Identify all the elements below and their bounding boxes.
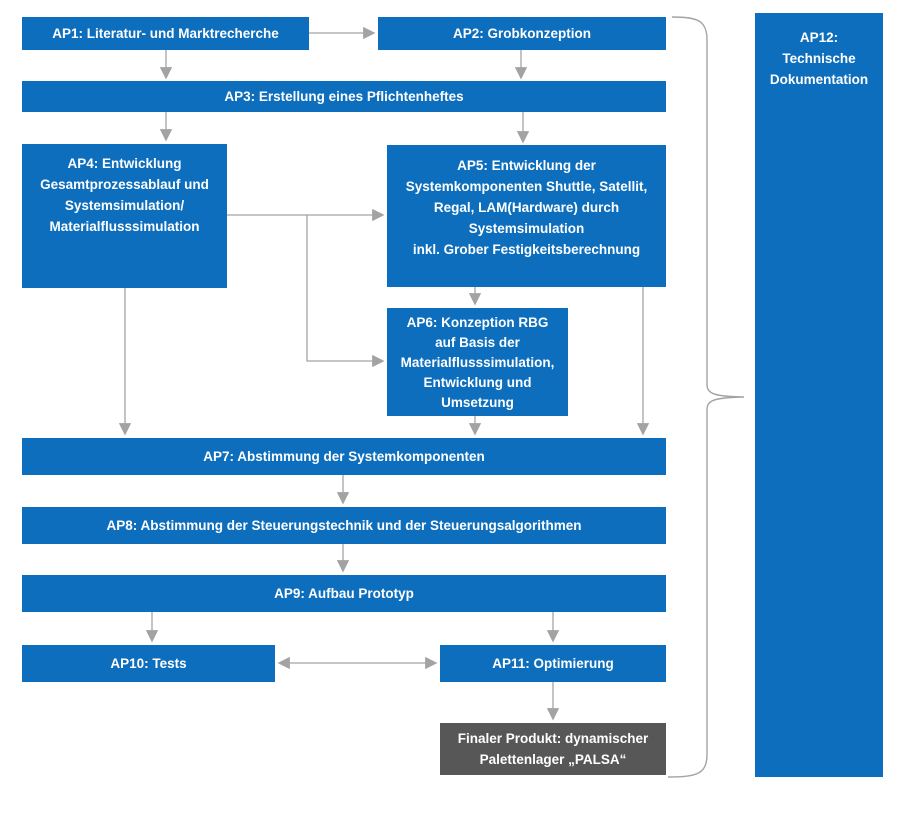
node-final-product: Finaler Produkt: dynamischer Palettenlag…	[440, 723, 666, 775]
node-ap1: AP1: Literatur- und Marktrecherche	[22, 17, 309, 50]
node-ap2: AP2: Grobkonzeption	[378, 17, 666, 50]
curly-brace-ap12	[667, 16, 745, 778]
node-ap7: AP7: Abstimmung der Systemkomponenten	[22, 438, 666, 475]
node-ap3: AP3: Erstellung eines Pflichtenheftes	[22, 81, 666, 112]
node-ap10: AP10: Tests	[22, 645, 275, 682]
node-ap8: AP8: Abstimmung der Steuerungstechnik un…	[22, 507, 666, 544]
node-ap11: AP11: Optimierung	[440, 645, 666, 682]
arrow-ap4-ap6	[306, 215, 385, 368]
node-ap12: AP12: Technische Dokumentation	[755, 13, 883, 777]
node-ap6: AP6: Konzeption RBG auf Basis der Materi…	[387, 308, 568, 416]
node-ap4: AP4: Entwicklung Gesamtprozessablauf und…	[22, 144, 227, 288]
node-ap5: AP5: Entwicklung der Systemkomponenten S…	[387, 145, 666, 287]
node-ap9: AP9: Aufbau Prototyp	[22, 575, 666, 612]
